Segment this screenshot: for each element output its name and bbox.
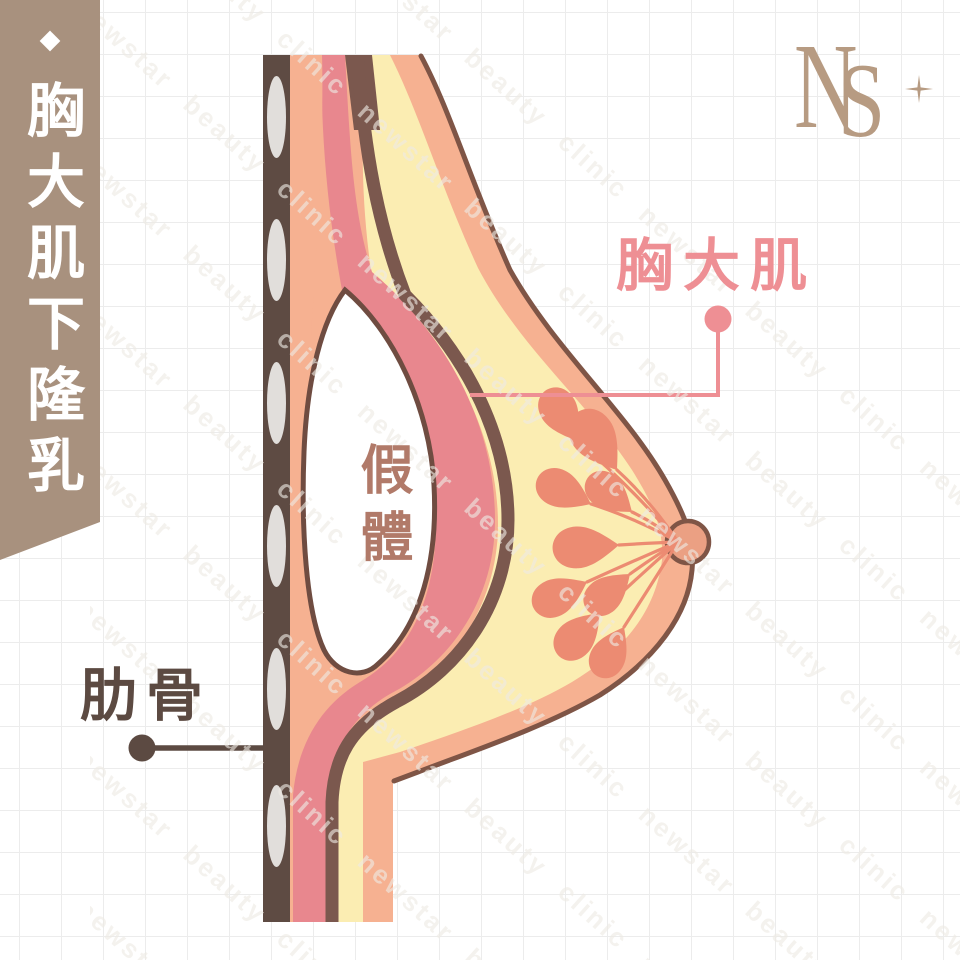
- skin-outline: [391, 53, 696, 784]
- logo-letter-s: S: [838, 42, 886, 159]
- subcutaneous-layer: [290, 55, 323, 650]
- plus-sparkle-icon: [905, 75, 933, 103]
- muscle-leader-dot: [704, 305, 732, 333]
- rib: [267, 505, 286, 587]
- pectoral-muscle-layer: [293, 55, 495, 922]
- rib-leader-line: [128, 734, 264, 762]
- gland-lobule: [583, 574, 630, 616]
- muscle-leader-line: [470, 305, 732, 397]
- gland-lobule: [538, 387, 579, 441]
- rib: [267, 785, 286, 867]
- rib: [267, 648, 286, 730]
- rib: [267, 362, 286, 444]
- breast-tissue: [328, 55, 663, 922]
- gland-lobule: [531, 578, 587, 618]
- rib-label: 肋骨: [80, 664, 212, 728]
- logo-letter-n: N: [794, 19, 858, 154]
- banner-title: 胸大肌下隆乳: [18, 80, 83, 506]
- rib-leader-dot: [128, 734, 156, 762]
- chest-wall: [263, 55, 290, 922]
- diamond-icon: ◆: [39, 24, 61, 54]
- muscle-label: 胸大肌: [616, 234, 817, 298]
- mammary-glands: [531, 387, 632, 679]
- gland-lobule: [568, 408, 618, 470]
- gland-lobule: [552, 526, 619, 569]
- gland-lobule: [584, 470, 632, 512]
- gland-lobule: [535, 468, 591, 508]
- rib: [267, 219, 286, 301]
- gland-lobule: [588, 627, 627, 679]
- implant-label: 假體: [353, 442, 412, 576]
- fascia-line: [325, 59, 515, 922]
- rib: [267, 76, 286, 158]
- clinic-logo: N S: [794, 26, 954, 186]
- implant-shape: [300, 286, 438, 676]
- ribs: [267, 76, 286, 867]
- gland-lobule: [553, 613, 600, 661]
- title-banner: ◆ 胸大肌下隆乳: [0, 0, 100, 560]
